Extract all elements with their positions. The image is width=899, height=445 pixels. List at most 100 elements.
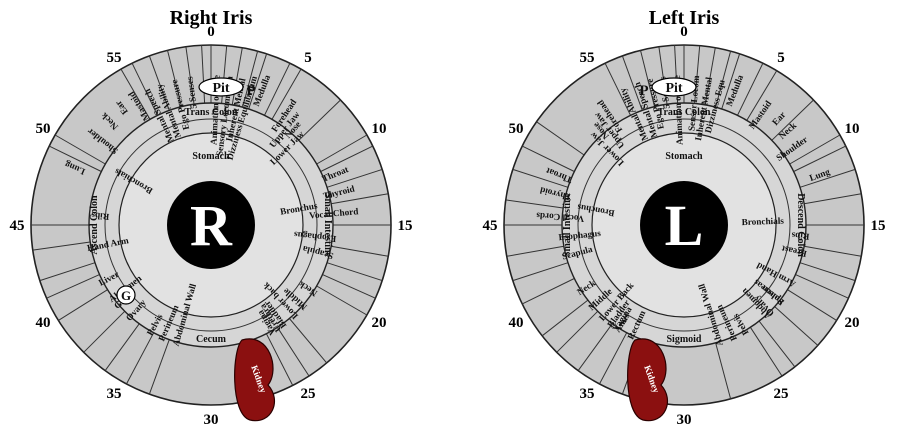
left-divider-line: [774, 306, 819, 346]
left-clock-number: 30: [677, 412, 692, 428]
left-segment-label: Esophagus: [558, 228, 602, 242]
left-clock-number: 55: [580, 50, 595, 66]
left-divider-line: [621, 55, 643, 111]
right-divider-line: [39, 262, 96, 282]
right-pupil-letter: R: [190, 193, 233, 258]
left-divider-line: [787, 289, 837, 321]
left-divider-line: [694, 45, 701, 104]
left-colon-inner-line: [577, 118, 791, 332]
right-kidney-shape: [234, 338, 276, 422]
left-divider-line: [521, 278, 575, 305]
right-divider-line: [264, 62, 291, 116]
right-divider-line: [231, 47, 243, 105]
left-clock-number: 5: [777, 50, 785, 66]
left-clock-number: 35: [580, 386, 595, 402]
right-clock-number: 25: [301, 386, 316, 402]
right-clock-number: 50: [36, 121, 51, 137]
left-ring-bottom-label: Sigmoid: [666, 334, 701, 345]
right-ring-bottom-label: Cecum: [196, 334, 227, 345]
right-divider-line: [148, 55, 170, 111]
left-divider-line: [799, 168, 856, 188]
right-g-circle: [116, 285, 136, 305]
left-divider-line: [599, 332, 628, 385]
left-divider-line: [536, 121, 585, 156]
right-divider-line: [242, 50, 259, 108]
right-divider-line: [126, 332, 155, 385]
right-divider-line: [331, 245, 389, 257]
right-ring-top-label: Trans Colon: [185, 107, 238, 118]
left-divider-line: [804, 193, 862, 205]
right-segment-label: 5 Senses: [184, 76, 198, 110]
left-divider-line: [640, 50, 655, 107]
left-segment-label: Bronchials: [742, 216, 785, 227]
right-p-label: P: [246, 83, 255, 99]
left-clock-number: 25: [774, 386, 789, 402]
right-divider-line: [316, 285, 368, 316]
left-divider-line: [715, 342, 732, 400]
left-divider-line: [704, 47, 716, 105]
right-pit-oval: [198, 77, 244, 97]
right-divider-line: [48, 145, 102, 172]
left-ring-left-label: Small Intestine: [562, 192, 573, 257]
left-divider-line: [804, 245, 862, 257]
right-clock-number: 0: [207, 24, 215, 40]
right-ring-left-label: Ascend Colon: [89, 195, 100, 255]
left-stomach-label: Stomach: [665, 151, 703, 162]
right-segment-label: Ribs: [91, 210, 110, 222]
left-ring-right-label: Descend Colon: [795, 193, 806, 257]
left-segment-label: Vocal Cords: [536, 211, 585, 224]
right-divider-line: [185, 46, 195, 105]
right-segment-label: Vocal Chord: [309, 206, 359, 220]
right-divider-line: [167, 50, 182, 107]
right-divider-line: [271, 68, 302, 120]
right-divider-line: [326, 262, 383, 282]
right-divider-line: [104, 323, 140, 371]
left-clock-number: 15: [871, 218, 886, 234]
left-clock-number: 40: [509, 315, 524, 331]
left-divider-line: [789, 134, 841, 165]
right-divider-line: [131, 62, 158, 116]
left-divider-line: [577, 323, 613, 371]
right-divider-line: [298, 99, 341, 141]
left-divider-line: [506, 245, 564, 257]
right-clock-number: 5: [304, 50, 312, 66]
left-divider-line: [721, 53, 741, 110]
left-divider-line: [799, 262, 856, 282]
left-divider-line: [512, 168, 569, 188]
right-divider-line: [265, 333, 294, 386]
right-divider-line: [322, 274, 376, 299]
left-divider-line: [541, 299, 589, 337]
left-clock-number: 45: [483, 218, 498, 234]
right-divider-line: [316, 134, 368, 165]
right-divider-line: [54, 134, 106, 165]
left-segment-label: Ribs: [791, 230, 810, 242]
right-ring-right-label: Small Intestine: [322, 193, 333, 258]
right-divider-line: [32, 241, 91, 251]
left-divider-line: [749, 327, 783, 377]
left-divider-line: [746, 70, 778, 121]
right-divider-line: [58, 289, 108, 321]
left-pupil-letter: L: [665, 193, 704, 258]
right-pupil: [167, 181, 255, 269]
right-clock-number: 45: [10, 218, 25, 234]
right-iris-title: Right Iris: [170, 7, 253, 29]
left-divider-line: [521, 145, 575, 172]
right-divider-line: [320, 145, 374, 172]
right-colon-inner-line: [104, 118, 318, 332]
right-divider-line: [120, 68, 151, 120]
right-clock-number: 40: [36, 315, 51, 331]
right-divider-line: [326, 168, 383, 188]
right-stomach-label: Stomach: [192, 151, 230, 162]
left-divider-line: [512, 262, 569, 282]
left-divider-line: [771, 99, 814, 141]
left-p-label: P: [639, 83, 648, 99]
left-clock-number: 0: [680, 24, 688, 40]
right-divider-line: [248, 53, 268, 110]
right-g-label: G: [121, 288, 131, 303]
left-clock-number: 10: [845, 121, 860, 137]
left-divider-line: [793, 145, 847, 172]
right-clock-number: 20: [372, 315, 387, 331]
left-pit-label: Pit: [665, 81, 682, 96]
